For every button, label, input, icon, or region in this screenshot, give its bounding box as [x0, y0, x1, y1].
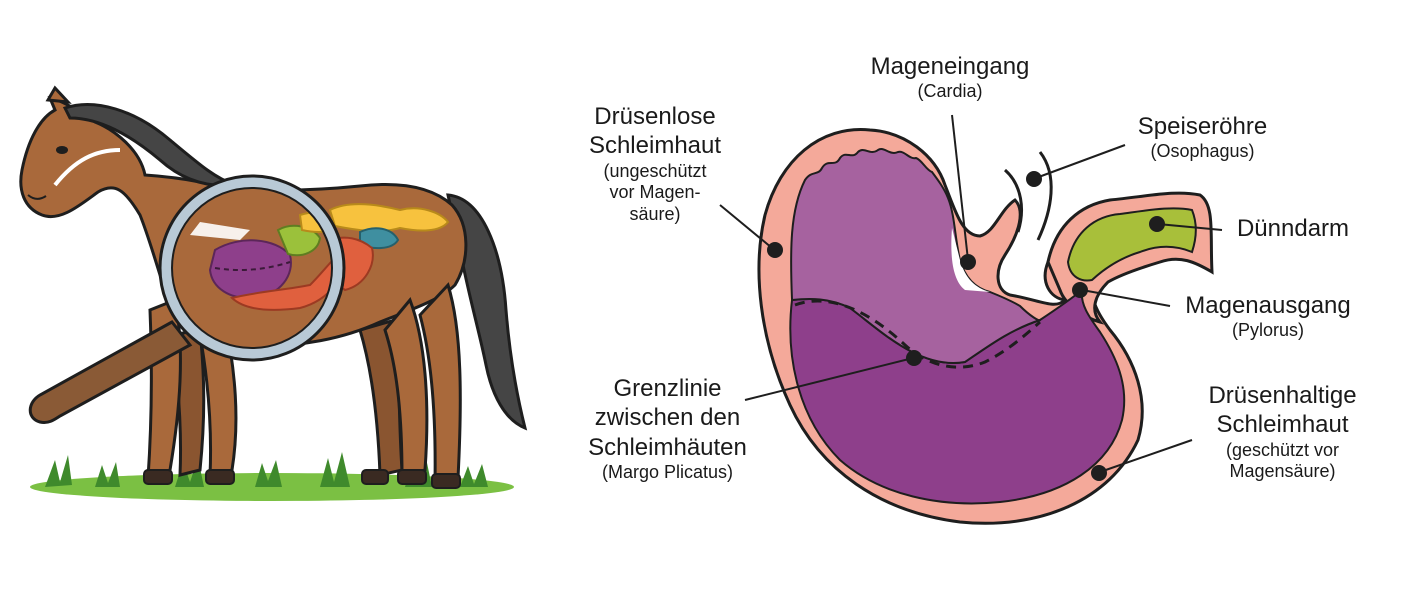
label-grenzlinie-main-1: Grenzlinie: [613, 375, 722, 402]
margo-plicatus-line: [794, 299, 1042, 369]
label-grenzlinie-sub-1: (Margo Plicatus): [601, 461, 734, 482]
leader-lines: [719, 114, 1223, 481]
label-duenndarm: Dünndarm: [1218, 214, 1368, 243]
label-duenndarm-main: Dünndarm: [1236, 215, 1350, 242]
label-druesenhaltige: Drüsenhaltige Schleimhaut (geschützt vor…: [1185, 381, 1380, 483]
label-speiseroehre-sub: (Osophagus): [1150, 141, 1255, 162]
stomach-diagram: [757, 128, 1214, 525]
label-druesenhaltige-sub-1: (geschützt vor: [1225, 439, 1340, 460]
tail-icon: [446, 193, 528, 431]
label-grenzlinie-main-3: Schleimhäuten: [588, 433, 747, 461]
nonglandular-marker: [767, 242, 783, 258]
label-speiseroehre: Speiseröhre (Osophagus): [1110, 112, 1295, 163]
margo-plicatus-marker: [906, 350, 922, 366]
label-grenzlinie: Grenzlinie zwischen den Schleimhäuten (M…: [565, 374, 770, 484]
label-mageneingang: Mageneingang (Cardia): [845, 52, 1055, 103]
label-druesenlose-sub-2: vor Magen-: [609, 182, 701, 203]
cardia-marker: [960, 254, 976, 270]
magnifier-lens-icon: [160, 176, 344, 360]
horse-with-magnifier-icon: [19, 85, 528, 501]
label-grenzlinie-main-2: zwischen den: [594, 404, 741, 432]
esophagus-marker: [1026, 171, 1042, 187]
label-druesenlose-main-2: Schleimhaut: [588, 132, 722, 160]
label-druesenlose-sub-1: (ungeschützt: [603, 160, 707, 181]
label-druesenlose-main-1: Drüsenlose: [594, 103, 716, 130]
label-druesenlose: Drüsenlose Schleimhaut (ungeschützt vor …: [555, 102, 755, 226]
label-druesenlose-sub-3: säure): [629, 204, 681, 225]
pylorus-marker: [1072, 282, 1088, 298]
label-magenausgang-sub: (Pylorus): [1231, 320, 1304, 341]
label-speiseroehre-main: Speiseröhre: [1137, 113, 1268, 140]
label-druesenhaltige-main-1: Drüsenhaltige: [1208, 382, 1357, 409]
label-magenausgang-main: Magenausgang: [1185, 292, 1351, 319]
glandular-marker: [1091, 465, 1107, 481]
label-magenausgang: Magenausgang (Pylorus): [1163, 291, 1373, 342]
label-mageneingang-main: Mageneingang: [870, 53, 1030, 80]
label-mageneingang-sub: (Cardia): [917, 81, 983, 102]
label-druesenhaltige-main-2: Schleimhaut: [1216, 411, 1349, 439]
label-druesenhaltige-sub-2: Magensäure): [1229, 461, 1336, 482]
magnifier-handle-icon: [28, 320, 193, 424]
duodenum-marker: [1149, 216, 1165, 232]
